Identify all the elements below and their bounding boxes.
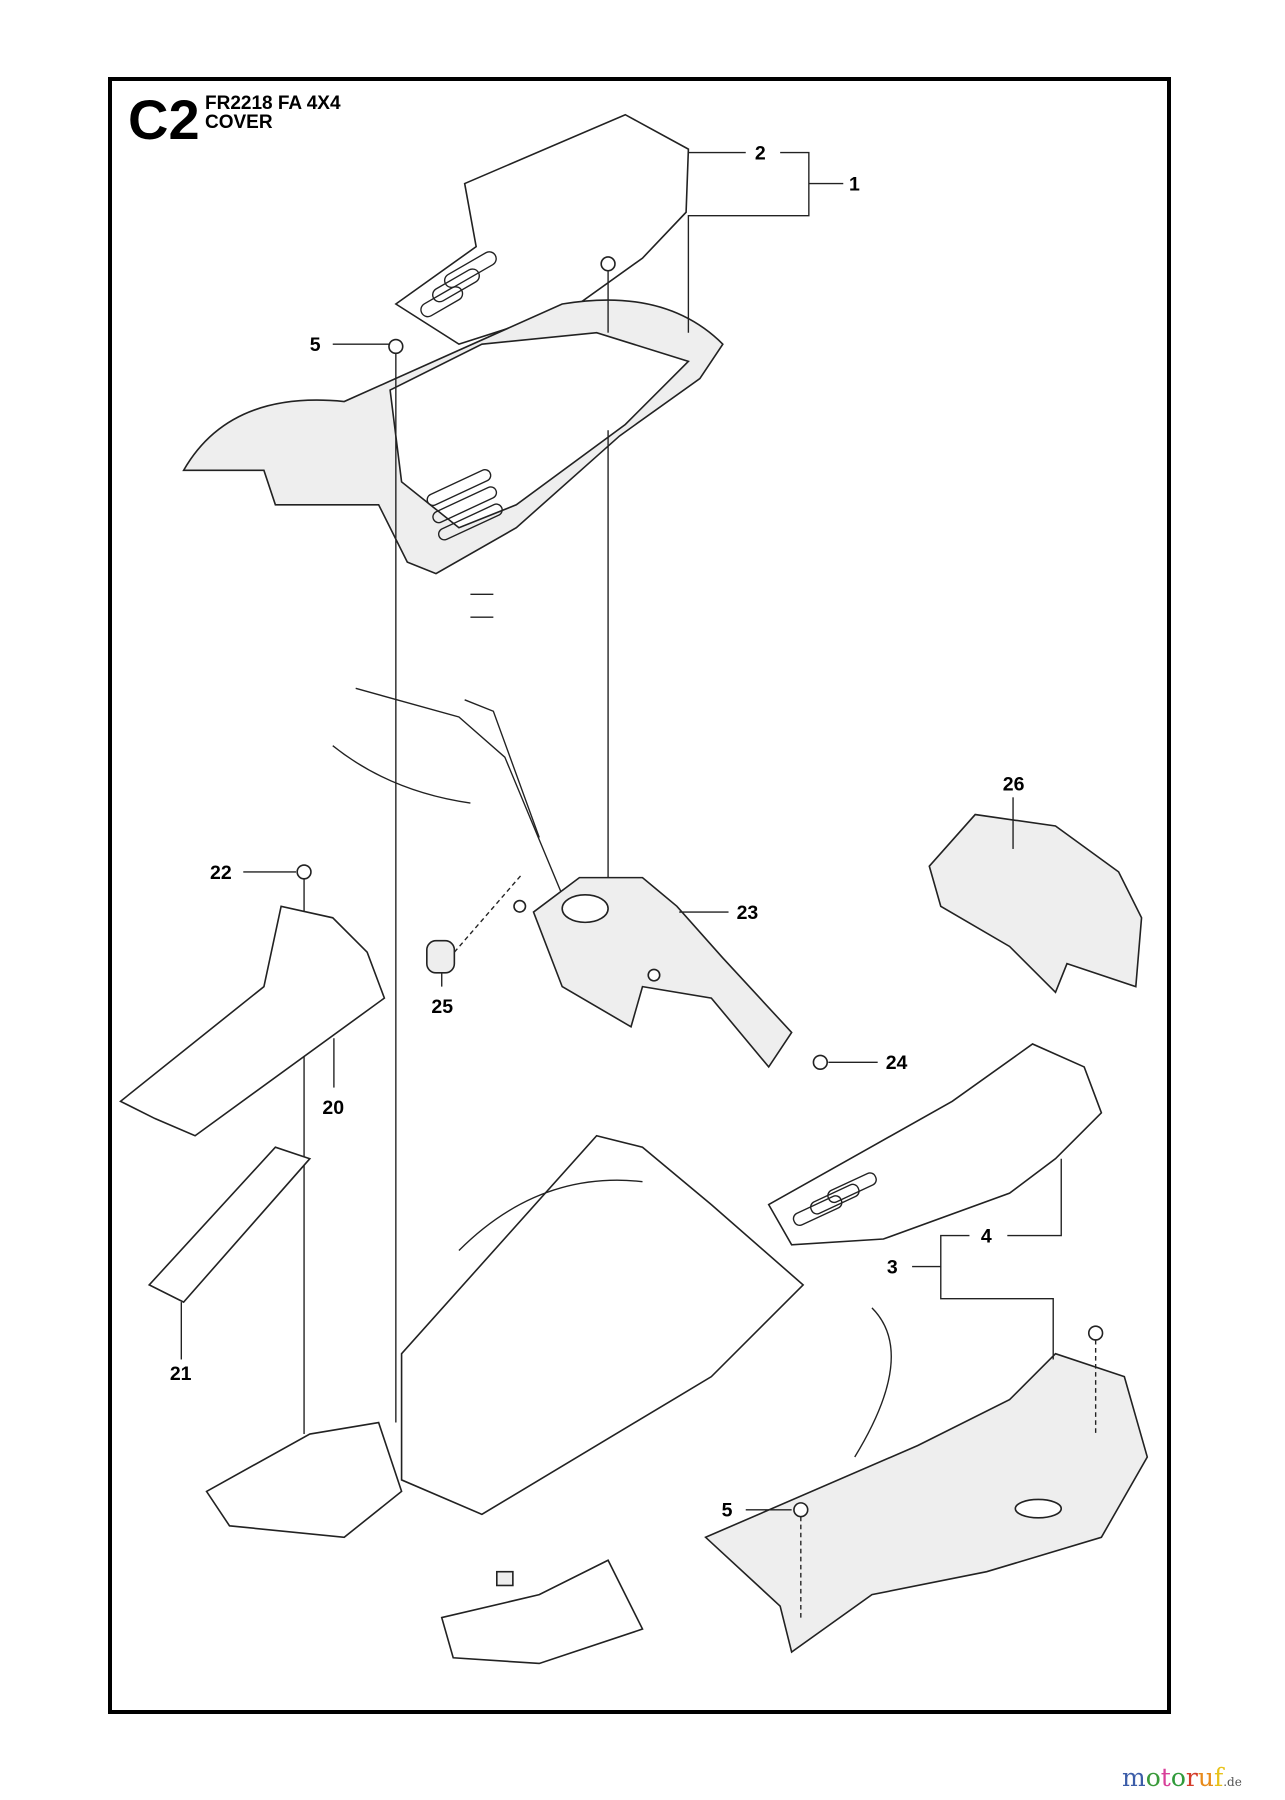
screw-5-top[interactable] [388,338,404,1423]
group-name: COVER [205,112,273,133]
steering-column-outline [332,593,563,896]
screw-bottom-right[interactable] [1087,1325,1104,1435]
section-code: C2 [128,88,200,151]
callout-5-bottom[interactable]: 5 [722,1500,733,1522]
part-3-bottom-cover[interactable] [704,1352,1149,1654]
callout-24[interactable]: 24 [886,1052,908,1074]
callout-3[interactable]: 3 [887,1256,898,1278]
part-4-bottom-mat[interactable] [767,1043,1103,1246]
part-20-side-cover[interactable] [119,905,386,1137]
screw-top-right[interactable] [600,256,616,895]
callout-2[interactable]: 2 [755,142,766,164]
callout-1[interactable]: 1 [849,173,860,195]
callout-25[interactable]: 25 [431,996,453,1018]
callout-23[interactable]: 23 [737,902,759,924]
callout-26[interactable]: 26 [1003,773,1025,795]
model-title: FR2218 FA 4X4 COVER [205,94,341,132]
callout-22[interactable]: 22 [210,862,232,884]
model-name: FR2218 FA 4X4 [205,93,341,114]
diagram-frame [108,77,1171,1714]
part-23-console[interactable] [513,876,793,1069]
callout-20[interactable]: 20 [322,1097,344,1119]
part-2-top-mat[interactable] [394,113,690,346]
callout-4[interactable]: 4 [981,1225,992,1247]
part-24-screw[interactable] [812,1054,829,1071]
callout-5-top[interactable]: 5 [310,334,321,356]
part-21-strip[interactable] [147,1146,312,1304]
leader-lines [180,151,1062,1511]
callout-21[interactable]: 21 [170,1363,192,1385]
part-1-top-cover[interactable] [182,299,724,575]
part-25-knob[interactable] [426,873,523,974]
chassis-frame [205,1134,892,1665]
part-26-rear-cover[interactable] [928,813,1143,994]
screw-5-bottom[interactable] [793,1502,809,1618]
motoruf-logo: motoruf.de [1122,1763,1242,1792]
